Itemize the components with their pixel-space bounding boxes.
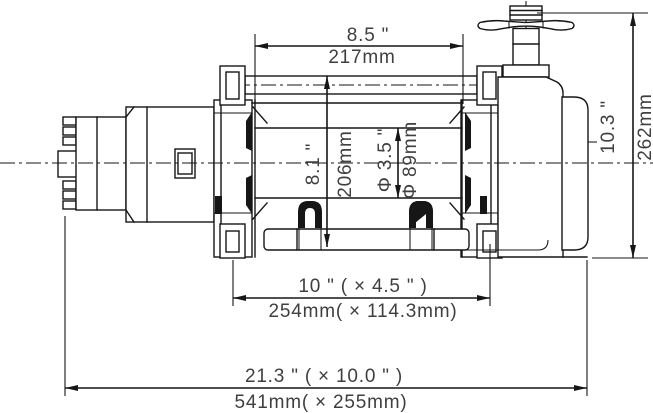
arrowhead-right-icon (477, 295, 490, 301)
dim-overall-length-mm: 541mm( × 255mm) (234, 392, 407, 413)
dim-mounting-pattern: 10 " ( × 4.5 " ) 254mm( × 114.3mm) (232, 244, 491, 322)
dim-drum-length: 8.5 " 217mm (254, 25, 464, 104)
dim-drum-diameter-inch: Φ 3.5 " (375, 128, 396, 192)
dim-overall-length: 21.3 " ( × 10.0 " ) 541mm( × 255mm) (64, 216, 588, 413)
arrowhead-up-icon (324, 76, 330, 89)
arrowhead-down-icon (395, 185, 401, 198)
rope-clamp-left (298, 201, 322, 250)
gear-housing (465, 76, 597, 258)
bottom-tie-bar (263, 201, 470, 251)
dim-drum-flange-mm: 206mm (335, 130, 356, 197)
arrowhead-up-icon (395, 128, 401, 141)
dim-overall-height-mm: 262mm (635, 93, 653, 160)
arrowhead-down-icon (324, 234, 330, 247)
housing-body (497, 76, 564, 258)
arrowhead-left-icon (65, 385, 78, 391)
arrowhead-down-icon (630, 245, 636, 258)
tie-bar (263, 228, 470, 251)
dim-drum-flange-inch: 8.1 " (303, 143, 324, 185)
arrowhead-left-icon (233, 295, 246, 301)
dim-overall-height-inch: 10.3 " (598, 100, 619, 154)
motor-adapter (125, 106, 215, 223)
clutch-handle (477, 1, 575, 97)
dim-drum-length-inch: 8.5 " (347, 25, 389, 46)
dim-drum-diameter-mm: Φ 89mm (400, 121, 421, 199)
top-tie-bar (219, 65, 503, 259)
dim-drum-diameter: Φ 3.5 " Φ 89mm (375, 121, 421, 199)
dim-overall-length-inch: 21.3 " ( × 10.0 " ) (245, 366, 403, 387)
handle-stem (512, 27, 540, 66)
housing-cover (561, 96, 589, 251)
hydraulic-motor (57, 106, 215, 223)
dim-mounting-mm: 254mm( × 114.3mm) (268, 301, 457, 322)
arrowhead-right-icon (450, 43, 463, 49)
rope-clamp-right (409, 201, 433, 250)
motor-shaft-hub (57, 150, 78, 178)
handle-base (502, 64, 550, 78)
handle-bar (477, 19, 575, 31)
dim-mounting-inch: 10 " ( × 4.5 " ) (298, 276, 427, 297)
dim-drum-flange: 8.1 " 206mm (303, 76, 356, 247)
arrowhead-right-icon (574, 385, 587, 391)
dim-drum-length-mm: 217mm (328, 47, 395, 68)
arrowhead-left-icon (255, 43, 268, 49)
arrowhead-up-icon (630, 13, 636, 26)
dim-overall-height: 10.3 " 262mm (537, 12, 653, 259)
